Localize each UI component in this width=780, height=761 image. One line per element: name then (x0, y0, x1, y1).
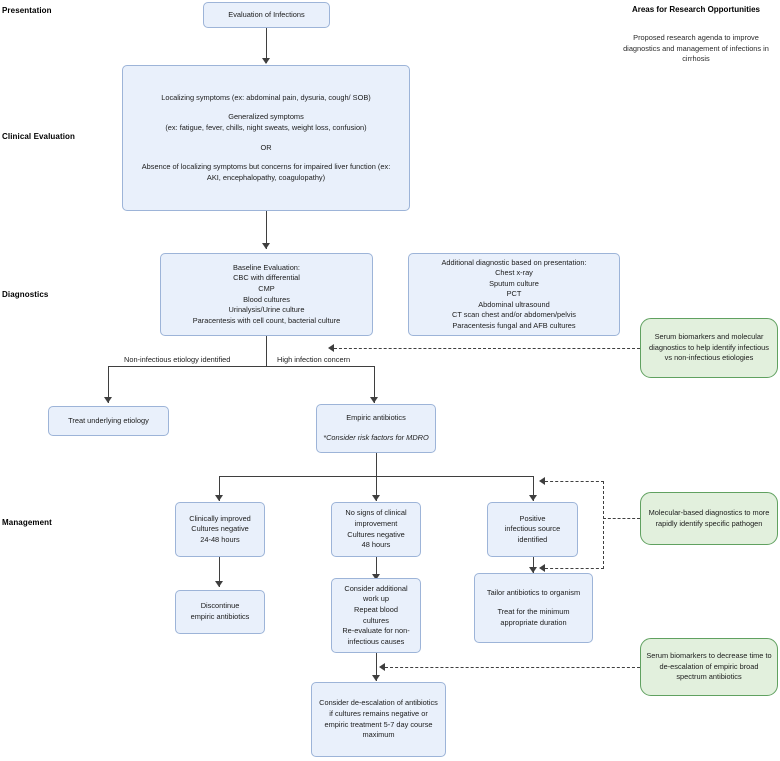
empiric-antibiotics-title: Empiric antibiotics (346, 413, 406, 423)
edge-baseline-down (266, 336, 268, 367)
arrowhead-deescalation (371, 675, 380, 681)
node-additional-diagnostic[interactable]: Additional diagnostic based on presentat… (408, 253, 620, 336)
arrowhead-research-pathogen-upper (539, 477, 545, 485)
clinical-eval-absence: Absence of localizing symptoms but conce… (141, 162, 391, 182)
arrowhead-treat-underlying (103, 397, 112, 403)
edge-positive-to-tailor (533, 557, 535, 574)
dashed-edge-research-pathogen-vertical (603, 481, 604, 569)
tailor-antibiotics-duration: Treat for the minimum appropriate durati… (497, 607, 570, 627)
node-tailor-antibiotics[interactable]: Tailor antibiotics to organism Treat for… (474, 573, 593, 643)
arrowhead-discontinue (214, 581, 223, 587)
dashed-edge-research-pathogen-upper (545, 481, 604, 482)
arrowhead-tailor (528, 567, 537, 573)
arrowhead-eval-to-clinical (261, 58, 270, 64)
arrowhead-research-pathogen-lower (539, 564, 545, 572)
node-positive-infectious-source[interactable]: Positive infectious source identified (487, 502, 578, 557)
edge-empiric-down (376, 453, 378, 477)
clinical-eval-or: OR (260, 142, 272, 152)
tailor-antibiotics-organism: Tailor antibiotics to organism (486, 587, 581, 597)
lane-label-clinical-evaluation: Clinical Evaluation (2, 132, 76, 141)
edge-branch-left (108, 366, 110, 403)
node-empiric-antibiotics[interactable]: Empiric antibiotics *Consider risk facto… (316, 404, 436, 453)
arrowhead-clinically-improved (214, 495, 223, 501)
lane-label-diagnostics: Diagnostics (2, 290, 49, 299)
edge-label-non-infectious: Non-infectious etiology identified (124, 355, 231, 364)
node-consider-additional-workup[interactable]: Consider additional work up Repeat blood… (331, 578, 421, 653)
edge-mgmt-branch-center (376, 476, 378, 501)
node-baseline-evaluation[interactable]: Baseline Evaluation: CBC with differenti… (160, 253, 373, 336)
arrowhead-research-diagnostics (328, 344, 334, 352)
arrowhead-empiric-antibiotics (369, 397, 378, 403)
node-consider-deescalation[interactable]: Consider de-escalation of antibiotics if… (311, 682, 446, 757)
edge-label-high-infection: High infection concern (277, 355, 351, 364)
arrowhead-workup (371, 574, 380, 580)
dashed-edge-research-pathogen (603, 518, 640, 519)
node-discontinue-empiric[interactable]: Discontinue empiric antibiotics (175, 590, 265, 634)
dashed-edge-research-pathogen-lower (545, 568, 604, 569)
node-treat-underlying-etiology[interactable]: Treat underlying etiology (48, 406, 169, 436)
edge-workup-to-deescalation (376, 653, 378, 681)
research-column-title: Areas for Research Opportunities (631, 5, 761, 14)
edge-mgmt-branch-left (219, 476, 221, 501)
dashed-edge-research-diagnostics (334, 348, 640, 349)
edge-nosigns-to-workup (376, 557, 378, 581)
lane-label-management: Management (2, 518, 52, 527)
arrowhead-positive-source (528, 495, 537, 501)
edge-branch-right (374, 366, 376, 403)
clinical-eval-generalized: Generalized symptoms (ex: fatigue, fever… (165, 112, 367, 132)
node-research-molecular-based-diagnostics[interactable]: Molecular-based diagnostics to more rapi… (640, 492, 778, 545)
lane-label-presentation: Presentation (2, 6, 52, 15)
edge-improved-to-discontinue (219, 557, 221, 587)
arrowhead-no-signs-improvement (371, 495, 380, 501)
dashed-edge-research-deescalation (385, 667, 640, 668)
node-evaluation-of-infections[interactable]: Evaluation of Infections (203, 2, 330, 28)
edge-eval-to-clinical (266, 28, 268, 63)
empiric-antibiotics-note: *Consider risk factors for MDRO (323, 433, 429, 442)
edge-mgmt-branch-right (533, 476, 535, 501)
node-research-serum-biomarkers-deescalation[interactable]: Serum biomarkers to decrease time to de-… (640, 638, 778, 696)
edge-clinical-to-baseline (266, 211, 268, 249)
research-column-subtitle: Proposed research agenda to improve diag… (623, 33, 769, 64)
node-clinically-improved[interactable]: Clinically improved Cultures negative 24… (175, 502, 265, 557)
arrowhead-clinical-to-baseline (261, 243, 270, 249)
node-no-signs-improvement[interactable]: No signs of clinical improvement Culture… (331, 502, 421, 557)
node-research-serum-biomarkers-diagnostics[interactable]: Serum biomarkers and molecular diagnosti… (640, 318, 778, 378)
arrowhead-research-deescalation (379, 663, 385, 671)
node-clinical-evaluation[interactable]: Localizing symptoms (ex: abdominal pain,… (122, 65, 410, 211)
clinical-eval-localizing: Localizing symptoms (ex: abdominal pain,… (161, 92, 371, 102)
edge-branch-bar-diagnostics (108, 366, 374, 368)
